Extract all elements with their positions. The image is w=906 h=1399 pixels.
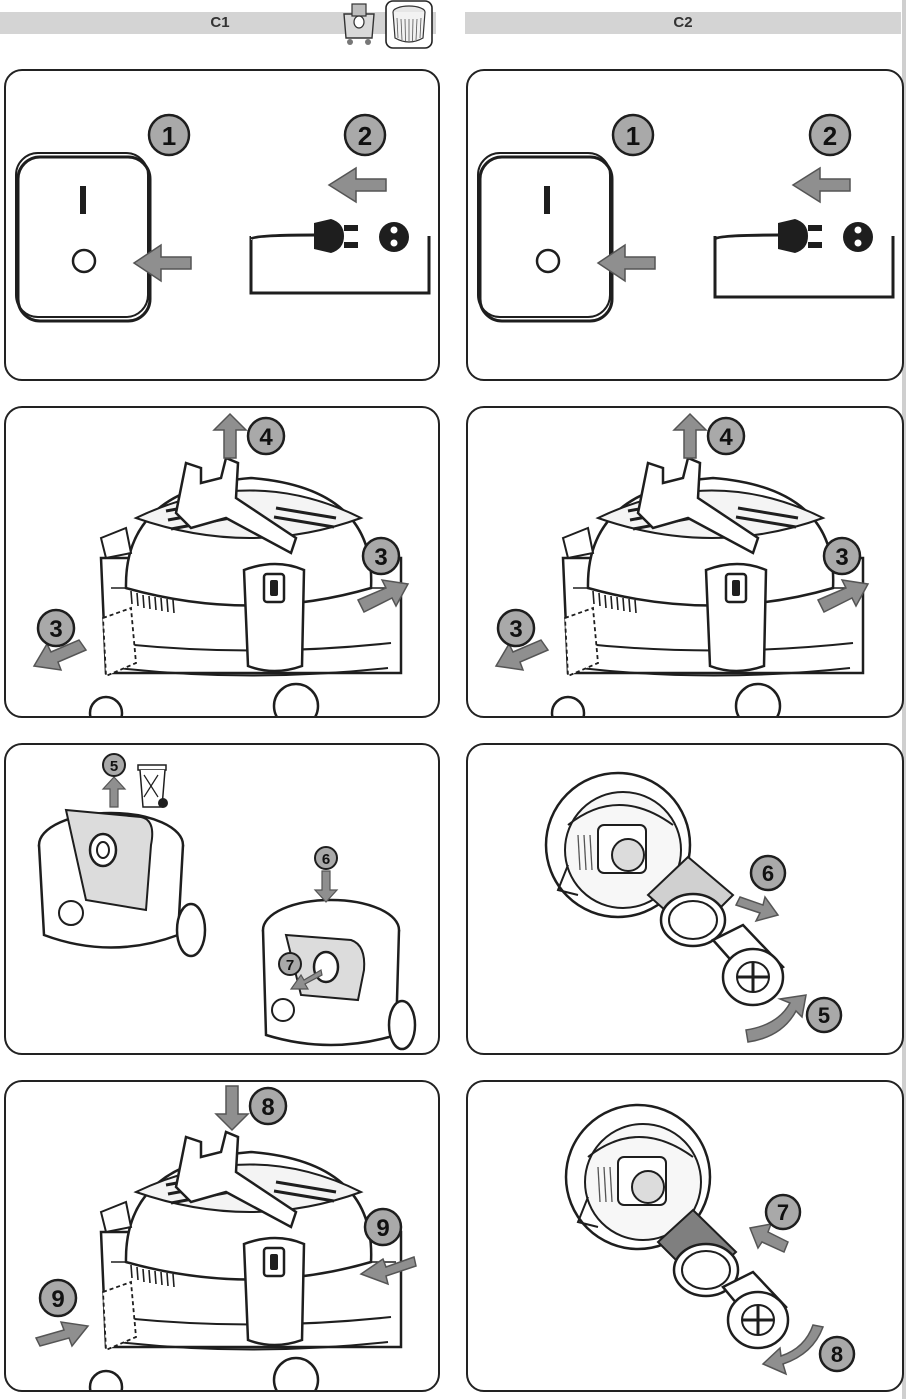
svg-text:5: 5: [110, 758, 118, 775]
power-plug-icon: [713, 219, 895, 299]
page-edge-strip: [902, 0, 906, 1399]
arrow-left-icon: [359, 1256, 417, 1286]
arrow-down-icon: [313, 870, 339, 903]
cartridge-filter-icon: [656, 1208, 740, 1298]
step-4-badge: 4: [246, 416, 286, 456]
step-7-badge: 7: [278, 952, 302, 976]
c2-panel-remove-filter: 6 5: [466, 743, 904, 1055]
step-3-badge: 3: [822, 536, 862, 576]
svg-text:8: 8: [831, 1342, 843, 1367]
svg-text:3: 3: [49, 616, 62, 643]
arrow-right-up-icon: [356, 579, 410, 614]
c1-panel-refit-head-close-latches: 8 9 9: [4, 1080, 440, 1392]
svg-text:3: 3: [835, 544, 848, 571]
step-7-badge: 7: [764, 1193, 802, 1231]
cartridge-filter-icon: [385, 0, 433, 49]
step-8-badge: 8: [248, 1086, 288, 1126]
vacuum-cleaner-icon: [88, 456, 403, 716]
tank-with-bag-right: [261, 898, 417, 1051]
vacuum-bag-icon: [343, 3, 375, 45]
power-switch-icon: [477, 152, 614, 323]
arrow-up-icon: [212, 412, 248, 459]
arrow-right-down-icon: [734, 895, 780, 923]
arrow-right-up-icon: [816, 579, 870, 614]
arrow-up-icon: [672, 412, 708, 459]
c1-panel-open-latches-lift-head: 4 3 3: [4, 406, 440, 718]
info-icon: [379, 222, 409, 252]
power-switch-icon: [15, 152, 152, 323]
svg-text:2: 2: [358, 121, 372, 151]
svg-text:2: 2: [823, 121, 837, 151]
step-1-badge: 1: [147, 113, 191, 157]
filter-cap-icon: [710, 923, 785, 1007]
c1-panel-replace-bag: 5 6 7: [4, 743, 440, 1055]
filter-cap-icon: [721, 1270, 790, 1350]
svg-text:1: 1: [162, 121, 176, 151]
arrow-left-down-icon: [494, 639, 550, 671]
svg-text:5: 5: [818, 1003, 830, 1028]
arrow-left-down-icon: [289, 969, 323, 990]
vacuum-cleaner-icon: [88, 1130, 403, 1390]
svg-text:4: 4: [259, 424, 273, 451]
c1-panel-switch-off-unplug: 1 2: [4, 69, 440, 381]
waste-bin-icon: [137, 764, 168, 808]
arrow-right-icon: [34, 1321, 90, 1348]
c2-header-bar: [465, 12, 901, 34]
step-2-badge: 2: [808, 113, 852, 157]
step-8-badge: 8: [818, 1335, 856, 1373]
arrow-left-icon: [791, 166, 851, 204]
svg-text:6: 6: [322, 851, 330, 868]
svg-text:9: 9: [51, 1286, 64, 1313]
step-6-badge: 6: [314, 846, 338, 870]
step-3-badge: 3: [496, 608, 536, 648]
svg-text:7: 7: [286, 957, 294, 974]
step-3-badge: 3: [361, 536, 401, 576]
arrow-left-icon: [132, 243, 192, 283]
arrow-left-icon: [596, 243, 656, 283]
c1-header-title: C1: [210, 14, 230, 31]
arrow-down-icon: [214, 1085, 250, 1132]
svg-text:7: 7: [777, 1200, 789, 1225]
c1-header-bar: [0, 12, 436, 34]
svg-text:3: 3: [509, 616, 522, 643]
arrow-left-up-icon: [748, 1223, 789, 1254]
step-6-badge: 6: [749, 854, 787, 892]
tank-with-bag-left: [37, 808, 207, 958]
c2-header-title: C2: [673, 14, 693, 31]
c2-panel-switch-off-unplug: 1 2: [466, 69, 904, 381]
svg-text:1: 1: [626, 121, 640, 151]
svg-text:8: 8: [261, 1094, 274, 1121]
rotate-arrow-icon: [745, 994, 807, 1043]
svg-text:3: 3: [374, 544, 387, 571]
svg-text:4: 4: [719, 424, 733, 451]
power-plug-icon: [249, 219, 431, 295]
step-4-badge: 4: [706, 416, 746, 456]
step-3-badge: 3: [36, 608, 76, 648]
c2-panel-fit-new-filter: 7 8: [466, 1080, 904, 1392]
step-9-badge: 9: [363, 1207, 403, 1247]
c2-panel-open-latches-lift-head: 4 3 3: [466, 406, 904, 718]
svg-text:9: 9: [376, 1215, 389, 1242]
arrow-up-icon: [101, 776, 127, 808]
arrow-left-icon: [327, 166, 387, 204]
arrow-left-down-icon: [32, 639, 88, 671]
vacuum-cleaner-icon: [550, 456, 865, 716]
step-1-badge: 1: [611, 113, 655, 157]
step-5-badge: 5: [805, 996, 843, 1034]
step-2-badge: 2: [343, 113, 387, 157]
step-9-badge: 9: [38, 1278, 78, 1318]
info-icon: [843, 222, 873, 252]
cartridge-filter-icon: [646, 855, 735, 948]
rotate-arrow-icon: [761, 1324, 825, 1376]
svg-text:6: 6: [762, 861, 774, 886]
step-5-badge: 5: [102, 753, 126, 777]
